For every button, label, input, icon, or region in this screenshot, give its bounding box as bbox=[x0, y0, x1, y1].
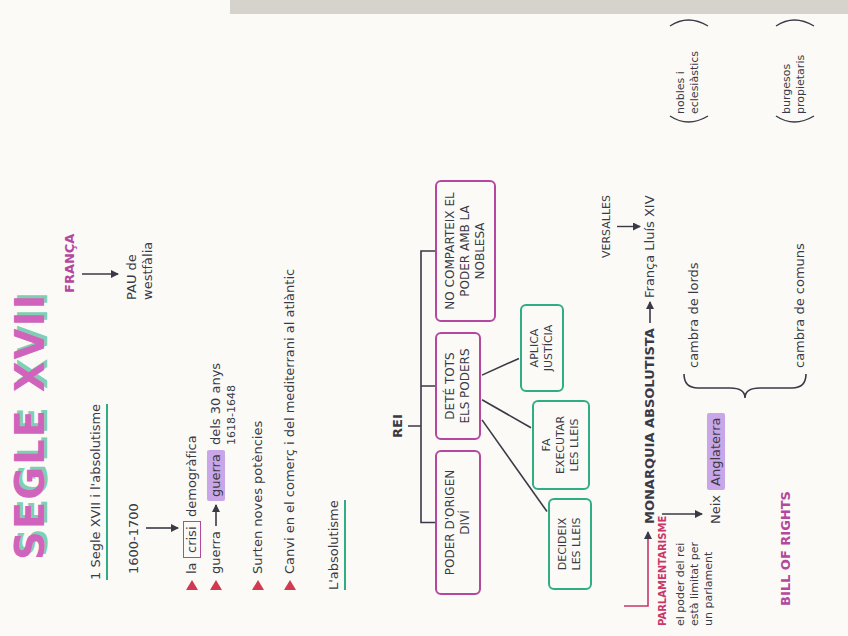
flow-arrow bbox=[215, 505, 217, 526]
chamber-members: burgesos propietaris bbox=[780, 26, 808, 114]
document-name: BILL OF RIGHTS bbox=[778, 491, 794, 606]
section-heading: 1 Segle XVII i l'absolutisme bbox=[88, 404, 108, 580]
chamber-label: cambra de lords bbox=[686, 262, 702, 368]
node-text: DECIDEIX LES LLEIS bbox=[556, 506, 584, 582]
note-text: demogràfica bbox=[184, 435, 200, 517]
concept-box: PODER D'ORIGEN DIVÍ bbox=[435, 450, 481, 595]
node-text: FA EXECUTAR LES LLEIS bbox=[540, 408, 582, 482]
curly-bracket bbox=[684, 374, 806, 398]
note-heading: PARLAMENTARISME bbox=[657, 516, 669, 626]
date-range: 1600-1700 bbox=[126, 503, 142, 574]
bullet-triangle bbox=[284, 580, 296, 590]
flow-arrow bbox=[649, 302, 651, 323]
tree-bracket bbox=[408, 251, 435, 523]
concept-box: DETÉ TOTS ELS PODERS bbox=[435, 332, 481, 440]
note-text: França Lluís XIV bbox=[642, 195, 658, 298]
hook-arrow bbox=[624, 532, 648, 606]
page-title: SEGLE XVII bbox=[6, 293, 54, 560]
parenthesis bbox=[776, 20, 814, 26]
power-box: APLICA JUSTÍCIA bbox=[520, 304, 564, 392]
place-label: VERSALLES bbox=[600, 195, 614, 258]
parenthesis bbox=[670, 116, 708, 122]
bullet-triangle bbox=[186, 580, 198, 590]
node-text: PODER D'ORIGEN DIVÍ bbox=[443, 458, 473, 587]
section-heading: L'absolutisme bbox=[326, 500, 346, 590]
chamber-members: nobles i eclesiàstics bbox=[674, 26, 702, 114]
note-text: guerra bbox=[208, 531, 224, 574]
background-band bbox=[230, 0, 848, 14]
highlighted-word: Anglaterra bbox=[707, 414, 725, 491]
note-text: la bbox=[184, 562, 200, 574]
tree-root: REI bbox=[390, 414, 406, 438]
connector bbox=[482, 400, 531, 428]
note-text: Surten noves potències bbox=[250, 421, 266, 574]
date-range: 1618-1648 bbox=[225, 385, 239, 445]
node-text: NO COMPARTEIX EL PODER AMB LA NOBLESA bbox=[443, 188, 488, 314]
note-text: PAU de westfàlia bbox=[124, 230, 156, 300]
node-text: DETÉ TOTS ELS PODERS bbox=[443, 340, 473, 432]
note-text: el poder del rei està limitat per un par… bbox=[674, 530, 716, 626]
outlined-word: crisi bbox=[183, 522, 201, 559]
bullet-triangle bbox=[252, 580, 264, 590]
note-text: Canvi en el comerç i del mediterrani al … bbox=[282, 269, 298, 574]
power-box: DECIDEIX LES LLEIS bbox=[548, 498, 592, 590]
power-box: FA EXECUTAR LES LLEIS bbox=[532, 400, 590, 490]
note-text: Neix bbox=[708, 495, 724, 524]
down-arrow bbox=[662, 513, 702, 515]
down-arrow bbox=[617, 226, 640, 227]
connector bbox=[482, 358, 519, 375]
node-text: crisi bbox=[184, 527, 200, 554]
place-label: FRANÇA bbox=[62, 234, 78, 293]
node-text: guerra bbox=[208, 454, 224, 497]
note-heading: MONARQUIA ABSOLUTISTA bbox=[642, 328, 658, 524]
down-arrow bbox=[146, 527, 178, 529]
parenthesis bbox=[776, 116, 814, 122]
note-text: dels 30 anys bbox=[208, 363, 224, 445]
parenthesis bbox=[670, 20, 708, 26]
concept-box: NO COMPARTEIX EL PODER AMB LA NOBLESA bbox=[435, 180, 496, 322]
node-text: Anglaterra bbox=[708, 418, 724, 487]
down-arrow bbox=[82, 273, 118, 275]
chamber-label: cambra de comuns bbox=[792, 243, 808, 368]
bullet-triangle bbox=[210, 580, 222, 590]
highlighted-word: guerra bbox=[207, 450, 225, 501]
node-text: APLICA JUSTÍCIA bbox=[528, 312, 556, 384]
